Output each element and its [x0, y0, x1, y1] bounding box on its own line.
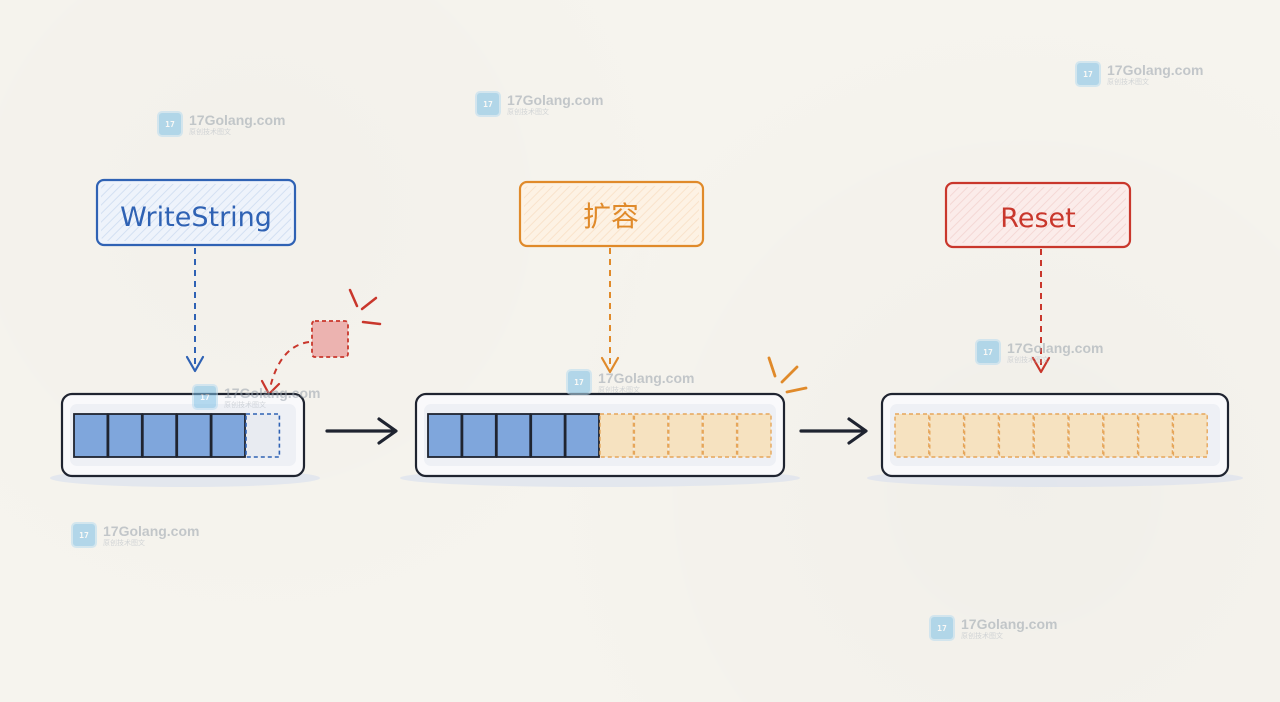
empty-capacity-cell: [1137, 413, 1174, 458]
label-grow: 扩容: [583, 200, 639, 233]
empty-capacity-cell: [633, 413, 669, 458]
empty-capacity-cell: [998, 413, 1034, 458]
filled-byte-cell: [427, 413, 463, 458]
empty-capacity-cell: [668, 413, 703, 458]
watermark-logo-icon: 17: [157, 111, 183, 137]
filled-byte-cell: [141, 413, 178, 458]
empty-capacity-cell: [1103, 413, 1139, 458]
watermark-subtitle: 原创技术图文: [224, 400, 266, 409]
buffer-after-reset: [867, 392, 1243, 487]
watermark-subtitle: 原创技术图文: [103, 538, 145, 547]
filled-byte-cell: [530, 413, 566, 458]
filled-byte-cell: [176, 413, 212, 458]
arrow-to-reset: [799, 417, 868, 445]
watermark-subtitle: 原创技术图文: [598, 385, 640, 394]
filled-byte-cell: [564, 413, 600, 458]
watermark-subtitle: 原创技术图文: [1007, 355, 1049, 364]
watermark-subtitle: 原创技术图文: [189, 127, 231, 136]
empty-capacity-cell: [1033, 413, 1069, 458]
empty-capacity-cell: [1068, 413, 1104, 458]
empty-capacity-cell: [702, 413, 738, 458]
watermark-domain: 17Golang.com: [103, 522, 200, 539]
filled-byte-cell: [73, 413, 109, 458]
watermark-domain: 17Golang.com: [507, 91, 604, 108]
pointer-reset: [1031, 249, 1051, 374]
pointer-write: [185, 248, 205, 373]
label-reset: Reset: [1000, 203, 1075, 234]
watermark-logo-icon: 17: [475, 91, 501, 117]
watermark-logo-icon: 17: [929, 615, 955, 641]
label-writestring: WriteString: [120, 202, 272, 233]
empty-capacity-cell: [1172, 413, 1208, 458]
buffer-before-write: [50, 392, 320, 487]
watermark-subtitle: 原创技术图文: [1107, 77, 1149, 86]
buffer-cells: [894, 413, 1208, 458]
watermark-logo-icon: 17: [975, 339, 1001, 365]
watermark-domain: 17Golang.com: [189, 111, 286, 128]
watermark-logo-icon: 17: [192, 384, 218, 410]
arrow-to-grow: [325, 417, 398, 445]
watermark-logo-icon: 17: [1075, 61, 1101, 87]
watermark-subtitle: 原创技术图文: [507, 107, 549, 116]
empty-capacity-cell: [736, 413, 772, 458]
pending-byte-cell: [245, 413, 281, 458]
filled-byte-cell: [107, 413, 143, 458]
label-box-grow: 扩容: [518, 180, 705, 248]
filled-byte-cell: [461, 413, 497, 458]
watermark-domain: 17Golang.com: [961, 615, 1058, 632]
growth-burst: [767, 356, 808, 394]
watermark-logo-icon: 17: [71, 522, 97, 548]
watermark-subtitle: 原创技术图文: [961, 631, 1003, 640]
watermark-domain: 17Golang.com: [1107, 61, 1204, 78]
buffer-cells: [427, 413, 772, 458]
incoming-byte: [260, 288, 382, 396]
empty-capacity-cell: [963, 413, 1000, 458]
label-box-reset: Reset: [944, 181, 1132, 249]
watermark-domain: 17Golang.com: [1007, 339, 1104, 356]
watermark-domain: 17Golang.com: [224, 384, 321, 401]
empty-capacity-cell: [599, 413, 635, 458]
label-box-writestring: WriteString: [95, 178, 297, 247]
filled-byte-cell: [210, 413, 246, 458]
empty-capacity-cell: [929, 413, 965, 458]
empty-capacity-cell: [894, 413, 930, 458]
buffer-after-grow: [400, 392, 800, 487]
buffer-cells: [73, 413, 281, 458]
filled-byte-cell: [495, 413, 532, 458]
watermark-logo-icon: 17: [566, 369, 592, 395]
watermark-domain: 17Golang.com: [598, 369, 695, 386]
pointer-grow: [600, 248, 620, 374]
